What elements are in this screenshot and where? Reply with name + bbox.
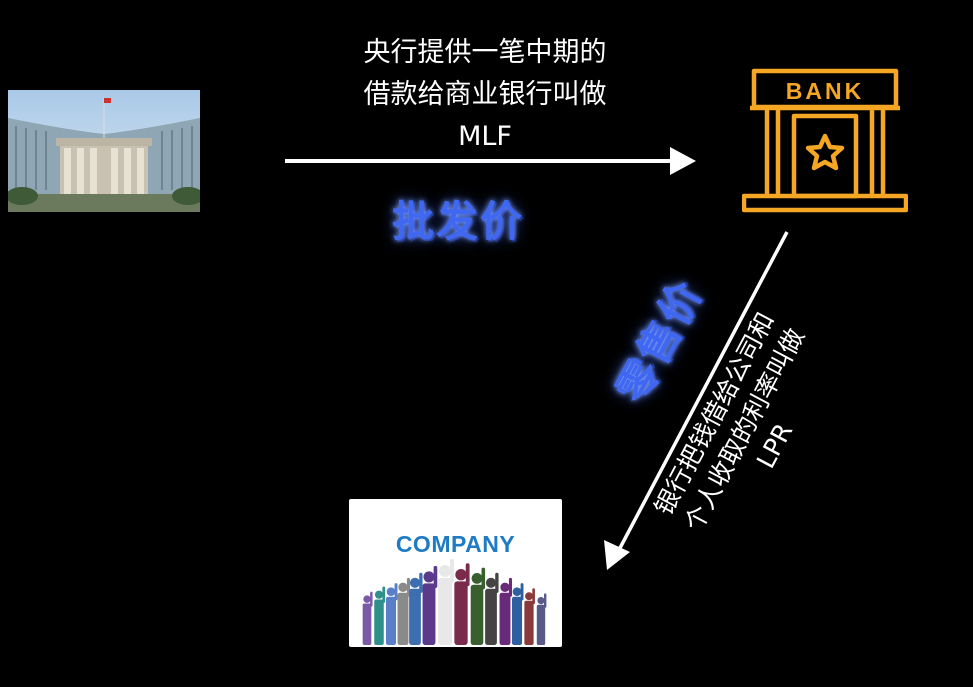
mlf-caption-line2: 借款给商业银行叫做	[363, 79, 607, 110]
company-image: COMPANY	[349, 499, 562, 647]
arrow-bank-to-company	[604, 231, 789, 570]
person-figure	[374, 586, 386, 645]
person-figure	[524, 588, 535, 645]
person-figure	[422, 565, 438, 645]
person-figure	[438, 559, 454, 645]
person-figure	[409, 572, 423, 645]
person-figure	[454, 563, 470, 645]
people-crowd-illustration	[362, 559, 547, 645]
wholesale-price-label: 批发价	[392, 197, 525, 246]
mlf-caption-line3: MLF	[458, 121, 512, 152]
person-figure	[362, 591, 373, 645]
arrow-central-bank-to-bank	[285, 147, 696, 175]
bank-sign-text: BANK	[786, 78, 864, 104]
mlf-caption-line1: 央行提供一笔中期的	[363, 37, 607, 68]
central-bank-photo	[8, 90, 200, 212]
bank-building-icon: BANK	[742, 68, 908, 213]
person-figure	[499, 577, 513, 645]
company-sign-text: COMPANY	[395, 531, 516, 557]
person-figure	[470, 567, 486, 645]
person-figure	[511, 583, 524, 645]
person-figure	[397, 577, 411, 645]
mlf-caption: 央行提供一笔中期的 借款给商业银行叫做 MLF	[320, 32, 650, 158]
person-figure	[385, 583, 398, 645]
person-figure	[485, 572, 499, 645]
person-figure	[536, 593, 547, 645]
